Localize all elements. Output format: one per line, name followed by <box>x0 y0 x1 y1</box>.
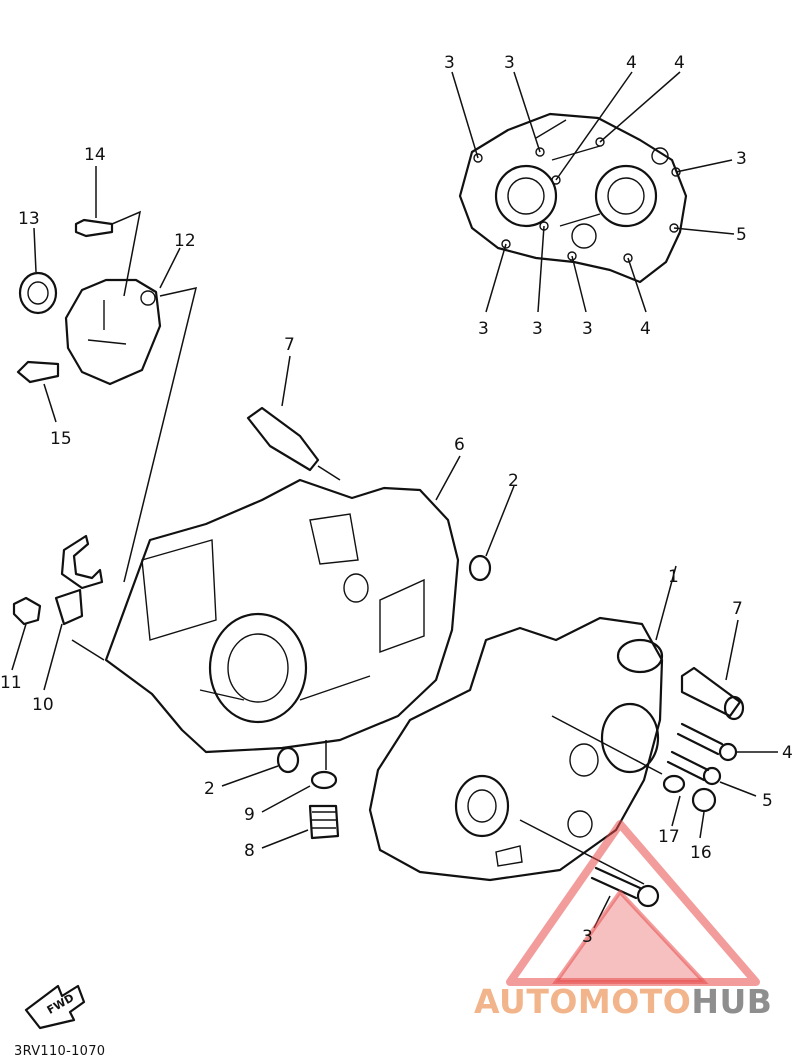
callout-4: 4 <box>674 53 685 73</box>
callout-15: 15 <box>50 429 72 449</box>
callout-13: 13 <box>18 209 40 229</box>
callout-2: 2 <box>508 471 519 491</box>
callout-17: 17 <box>658 827 680 847</box>
callout-labels: 1 2 2 3 3 3 3 3 3 3 3 4 4 4 4 5 5 6 7 7 … <box>0 53 793 947</box>
callout-7: 7 <box>732 599 743 619</box>
bearing-housing-group <box>16 166 198 583</box>
callout-2: 2 <box>204 779 215 799</box>
callout-8: 8 <box>244 841 255 861</box>
callout-5: 5 <box>762 791 773 811</box>
small-parts <box>11 485 515 849</box>
callout-4: 4 <box>782 743 793 763</box>
callout-3: 3 <box>736 149 747 169</box>
callout-3: 3 <box>444 53 455 73</box>
callout-14: 14 <box>84 145 106 165</box>
watermark-triangle-icon <box>506 820 760 986</box>
diagram-code: 3RV110-1070 <box>14 1044 106 1059</box>
watermark-brand-part2: HUB <box>691 982 773 1021</box>
watermark-brand-part1: AUTOMOTO <box>474 982 692 1021</box>
fwd-arrow-icon: FWD <box>24 984 86 1030</box>
callout-1: 1 <box>668 567 679 587</box>
crankcase-left <box>71 355 461 754</box>
locator-leader-lines <box>451 71 735 313</box>
callout-11: 11 <box>0 673 22 693</box>
callout-3: 3 <box>504 53 515 73</box>
callout-7: 7 <box>284 335 295 355</box>
callout-16: 16 <box>690 843 712 863</box>
callout-3: 3 <box>582 319 593 339</box>
callout-4: 4 <box>626 53 637 73</box>
callout-6: 6 <box>454 435 465 455</box>
callout-10: 10 <box>32 695 54 715</box>
callout-3: 3 <box>582 927 593 947</box>
callout-9: 9 <box>244 805 255 825</box>
watermark-brand: AUTOMOTOHUB <box>474 982 772 1021</box>
callout-3: 3 <box>532 319 543 339</box>
crankcase-right <box>368 565 778 929</box>
crankcase-bolt-locator <box>451 71 735 313</box>
callout-5: 5 <box>736 225 747 245</box>
callout-4: 4 <box>640 319 651 339</box>
callout-12: 12 <box>174 231 196 251</box>
callout-3: 3 <box>478 319 489 339</box>
